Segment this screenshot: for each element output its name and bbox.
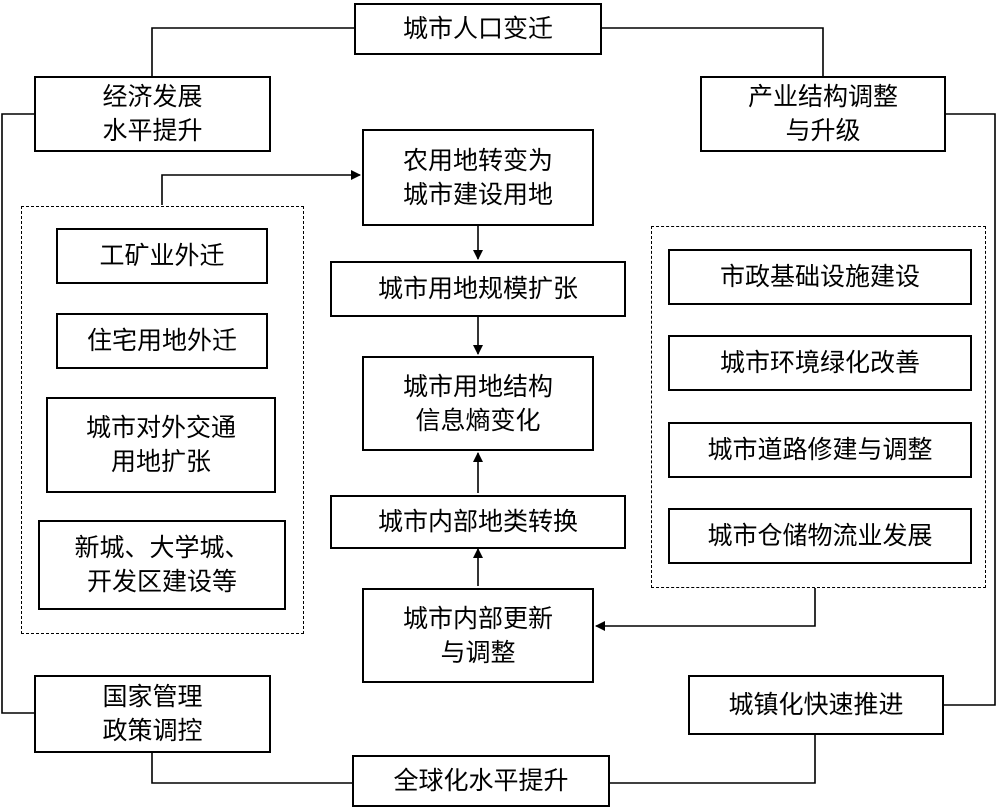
node-internal-conversion: 城市内部地类转换 xyxy=(330,495,626,549)
connector-industry-urbanization xyxy=(944,113,996,706)
node-urbanization: 城镇化快速推进 xyxy=(688,675,944,735)
node-population: 城市人口变迁 xyxy=(354,3,602,55)
right-item-greening: 城市环境绿化改善 xyxy=(668,335,972,391)
node-land-expansion: 城市用地规模扩张 xyxy=(330,261,626,317)
left-item-mining-relocation: 工矿业外迁 xyxy=(56,228,268,284)
node-policy: 国家管理 政策调控 xyxy=(34,675,271,753)
left-item-transport-expansion: 城市对外交通 用地扩张 xyxy=(46,397,276,493)
right-item-infrastructure: 市政基础设施建设 xyxy=(668,249,972,305)
right-factor-group xyxy=(651,226,986,588)
connector-globalization-urbanization xyxy=(610,735,816,784)
connector-top-industry xyxy=(602,27,824,76)
right-item-logistics: 城市仓储物流业发展 xyxy=(668,508,972,564)
node-internal-renewal: 城市内部更新 与调整 xyxy=(362,588,594,683)
node-farmland-conversion: 农用地转变为 城市建设用地 xyxy=(362,129,594,226)
node-entropy-change: 城市用地结构 信息熵变化 xyxy=(362,356,594,451)
node-economy: 经济发展 水平提升 xyxy=(34,76,271,152)
arrow-leftgroup-farmland xyxy=(161,170,361,205)
left-item-residential-relocation: 住宅用地外迁 xyxy=(56,313,268,369)
right-item-roads: 城市道路修建与调整 xyxy=(668,422,972,478)
connector-economy-policy xyxy=(1,113,34,714)
left-item-new-districts: 新城、大学城、 开发区建设等 xyxy=(38,520,286,610)
left-factor-group xyxy=(21,206,304,634)
arrow-rightgroup-renewal xyxy=(595,588,816,631)
connector-policy-globalization xyxy=(151,753,352,784)
connector-top-economy xyxy=(151,27,354,76)
node-industry: 产业结构调整 与升级 xyxy=(700,76,946,152)
node-globalization: 全球化水平提升 xyxy=(352,755,610,807)
